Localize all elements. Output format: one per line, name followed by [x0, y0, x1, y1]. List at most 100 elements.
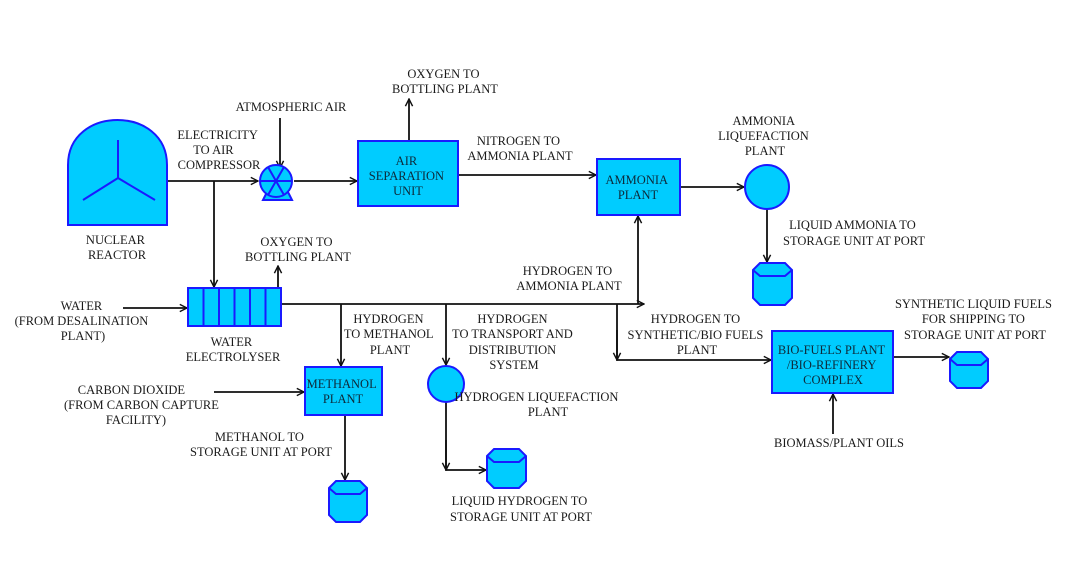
label-line: WATER [211, 335, 253, 349]
label-line: STORAGE UNIT AT PORT [190, 445, 332, 459]
label-line: METHANOL [307, 377, 377, 391]
carbon-dioxide-label: CARBON DIOXIDE (FROM CARBON CAPTURE FACI… [64, 383, 222, 427]
label-line: STORAGE UNIT AT PORT [904, 328, 1046, 342]
water-electrolyser-label: WATER ELECTROLYSER [186, 335, 281, 364]
methanol-plant[interactable] [304, 366, 383, 416]
label-line: (FROM CARBON CAPTURE [64, 398, 219, 412]
label-line: METHANOL TO [215, 430, 304, 444]
tank-rim [328, 487, 368, 495]
hydrogen-storage-tank[interactable] [486, 448, 527, 489]
label-line: PLANT [745, 144, 786, 158]
label-line: COMPRESSOR [178, 158, 261, 172]
label-line: LIQUEFACTION [718, 129, 809, 143]
hydrogen-ammonia-label: HYDROGEN TO AMMONIA PLANT [516, 264, 622, 293]
synthetic-fuels-label: SYNTHETIC LIQUID FUELS FOR SHIPPING TO S… [895, 297, 1055, 342]
label-line: PLANT [528, 405, 569, 419]
ammonia-plant[interactable] [596, 158, 681, 216]
tank-rim [486, 455, 527, 463]
water-electrolyser[interactable] [187, 287, 282, 327]
nitrogen-label: NITROGEN TO AMMONIA PLANT [467, 134, 573, 163]
tank-rim [949, 358, 989, 366]
air-separation-label: AIR SEPARATION UNIT [369, 154, 447, 198]
label-line: UNIT [393, 184, 423, 198]
tank-icon [328, 480, 368, 523]
ammonia-liquefaction-label: AMMONIA LIQUEFACTION PLANT [718, 114, 812, 158]
label-line: HYDROGEN TO [651, 312, 740, 326]
label-line: AMMONIA [606, 173, 668, 187]
label-line: TO AIR [193, 143, 234, 157]
nuclear-reactor-label: NUCLEAR REACTOR [86, 233, 148, 262]
air-separation-unit[interactable] [357, 140, 459, 207]
label-line: SYSTEM [489, 358, 538, 372]
label-line: LIQUID HYDROGEN TO [452, 494, 588, 508]
label-line: PLANT [618, 188, 659, 202]
ammonia-liquefaction-plant[interactable] [744, 164, 790, 210]
label-line: TO TRANSPORT AND [452, 327, 573, 341]
ammonia-storage-tank[interactable] [752, 262, 793, 306]
label-line: STORAGE UNIT AT PORT [450, 510, 592, 524]
label-line: HYDROGEN TO [523, 264, 612, 278]
hydrogen-liquefaction-plant[interactable] [427, 365, 465, 403]
electrolyser-cells-icon [202, 288, 267, 326]
synthetic-fuels-storage-tank[interactable] [949, 351, 989, 389]
liquid-ammonia-label: LIQUID AMMONIA TO STORAGE UNIT AT PORT [783, 218, 925, 248]
hydrogen-biofuels-label: HYDROGEN TO SYNTHETIC/BIO FUELS PLANT [628, 312, 767, 357]
label-line: OXYGEN TO [407, 67, 479, 81]
methanol-out-label: METHANOL TO STORAGE UNIT AT PORT [190, 430, 332, 459]
label-line: TO METHANOL [344, 327, 433, 341]
label-line: PLANT [677, 343, 718, 357]
label-line: /BIO-REFINERY [787, 358, 877, 372]
tank-rim [752, 269, 793, 277]
label-line: NITROGEN TO [477, 134, 560, 148]
label-line: AMMONIA [733, 114, 795, 128]
label-line: AMMONIA PLANT [467, 149, 573, 163]
label-line: NUCLEAR [86, 233, 146, 247]
label-line: AMMONIA PLANT [516, 279, 622, 293]
label-line: SYNTHETIC/BIO FUELS [628, 328, 764, 342]
label-line: FACILITY) [106, 413, 166, 427]
label-line: SEPARATION [369, 169, 444, 183]
label-line: PLANT [370, 343, 411, 357]
hydrogen-liquefaction-label: HYDROGEN LIQUEFACTION PLANT [454, 390, 621, 419]
biomass-label: BIOMASS/PLANT OILS [774, 436, 904, 450]
air-compressor[interactable] [259, 164, 294, 201]
label-line: (FROM DESALINATION [15, 314, 149, 328]
label-line: HYDROGEN LIQUEFACTION [454, 390, 618, 404]
flow-lines [123, 99, 949, 480]
ammonia-plant-label: AMMONIA PLANT [606, 173, 671, 202]
label-line: ELECTRICITY [177, 128, 258, 142]
label-line: HYDROGEN [477, 312, 547, 326]
water-in-label: WATER (FROM DESALINATION PLANT) [15, 299, 152, 343]
liquid-hydrogen-line [445, 402, 486, 470]
methanol-plant-label: METHANOL PLANT [307, 377, 380, 406]
nuclear-reactor[interactable] [67, 119, 168, 226]
compressor-fan-icon [260, 166, 292, 196]
label-line: OXYGEN TO [260, 235, 332, 249]
label-line: BIO-FUELS PLANT [778, 343, 886, 357]
label-line: ELECTROLYSER [186, 350, 281, 364]
oxygen-asu-label: OXYGEN TO BOTTLING PLANT [392, 67, 498, 96]
label-line: STORAGE UNIT AT PORT [783, 234, 925, 248]
biofuels-plant[interactable] [771, 330, 894, 394]
label-line: CARBON DIOXIDE [78, 383, 186, 397]
label-line: BIOMASS/PLANT OILS [774, 436, 904, 450]
label-line: REACTOR [88, 248, 147, 262]
label-line: AIR [396, 154, 418, 168]
label-line: BOTTLING PLANT [245, 250, 351, 264]
label-line: LIQUID AMMONIA TO [789, 218, 916, 232]
oxygen-electrolyser-label: OXYGEN TO BOTTLING PLANT [245, 235, 351, 264]
electricity-label: ELECTRICITY TO AIR COMPRESSOR [177, 128, 261, 172]
label-line: SYNTHETIC LIQUID FUELS [895, 297, 1052, 311]
label-line: DISTRIBUTION [469, 343, 557, 357]
tank-icon [486, 448, 527, 489]
label-line: WATER [61, 299, 103, 313]
label-line: COMPLEX [803, 373, 863, 387]
label-line: PLANT) [61, 329, 105, 343]
label-line: BOTTLING PLANT [392, 82, 498, 96]
methanol-storage-tank[interactable] [328, 480, 368, 523]
liquid-hydrogen-label: LIQUID HYDROGEN TO STORAGE UNIT AT PORT [450, 494, 592, 524]
label-line: FOR SHIPPING TO [922, 312, 1025, 326]
atmospheric-air-label: ATMOSPHERIC AIR [236, 100, 347, 114]
tank-icon [949, 351, 989, 389]
